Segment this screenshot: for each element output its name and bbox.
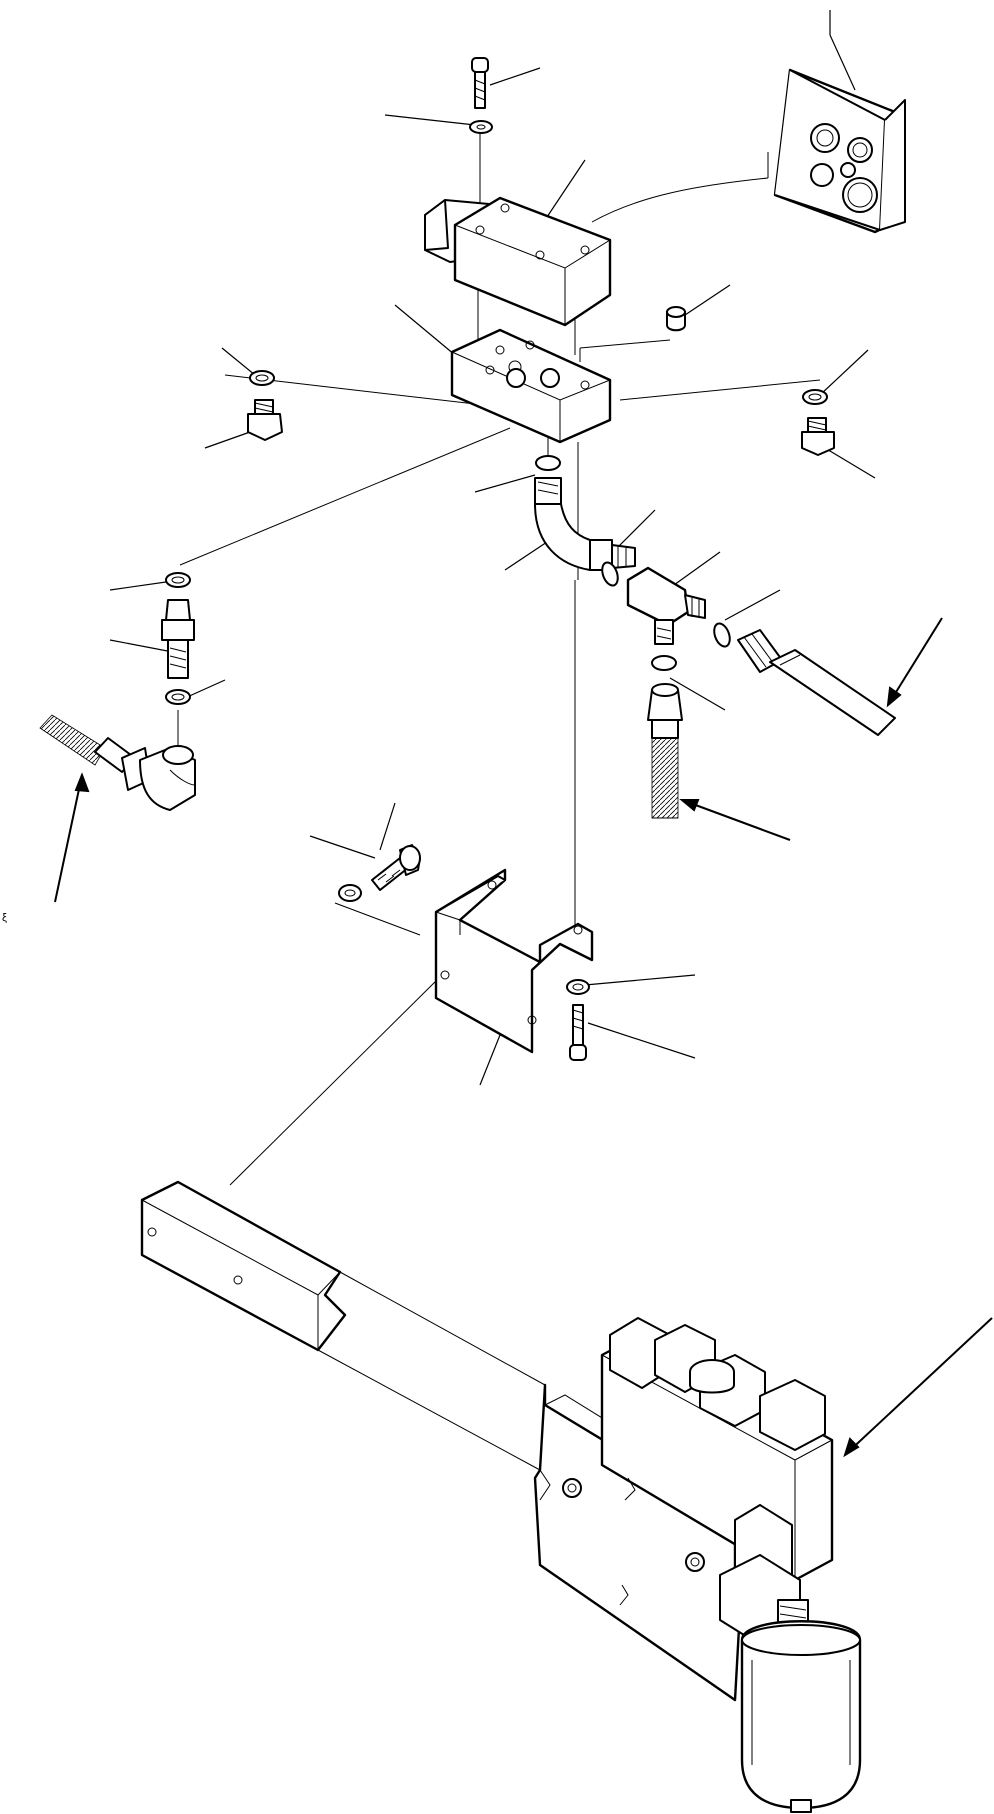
plug-right [801, 417, 835, 456]
plug-small [666, 306, 686, 332]
bolt-bracket [371, 844, 421, 891]
tee-fitting [626, 566, 706, 645]
elbow-fitting [534, 477, 636, 571]
cap-screw-bottom [569, 1004, 587, 1061]
direction-arrows [54, 617, 993, 1458]
o-ring-tee-down [651, 655, 677, 671]
hose-right [737, 629, 896, 736]
solenoid-valve [424, 196, 612, 327]
o-ring-right [802, 389, 828, 405]
seal-kit [773, 68, 906, 234]
arrow-left-hose [54, 772, 90, 903]
stray-mark: ξ [2, 912, 7, 924]
adapter [161, 599, 195, 679]
manifold-block [450, 328, 612, 444]
frame-member [140, 1180, 546, 1471]
o-ring-adapter-bottom [165, 689, 191, 705]
accumulator [740, 1599, 862, 1813]
cap-screw-top [471, 57, 489, 109]
o-ring-left [249, 370, 275, 386]
o-ring-tee-out [713, 622, 731, 648]
arrow-right-hose [886, 617, 943, 708]
arrow-valve-assembly [843, 1317, 993, 1458]
hose-left [39, 714, 196, 811]
washer-top [469, 120, 493, 134]
hose-lower [647, 683, 683, 819]
bracket [434, 868, 594, 1054]
plug-left [247, 399, 283, 441]
washer-bracket [338, 884, 362, 902]
o-ring-elbow [535, 455, 561, 471]
o-ring-adapter-top [165, 572, 191, 588]
o-ring-tee [601, 561, 619, 587]
washer-bottom [566, 979, 590, 995]
arrow-lower-hose [679, 799, 791, 841]
